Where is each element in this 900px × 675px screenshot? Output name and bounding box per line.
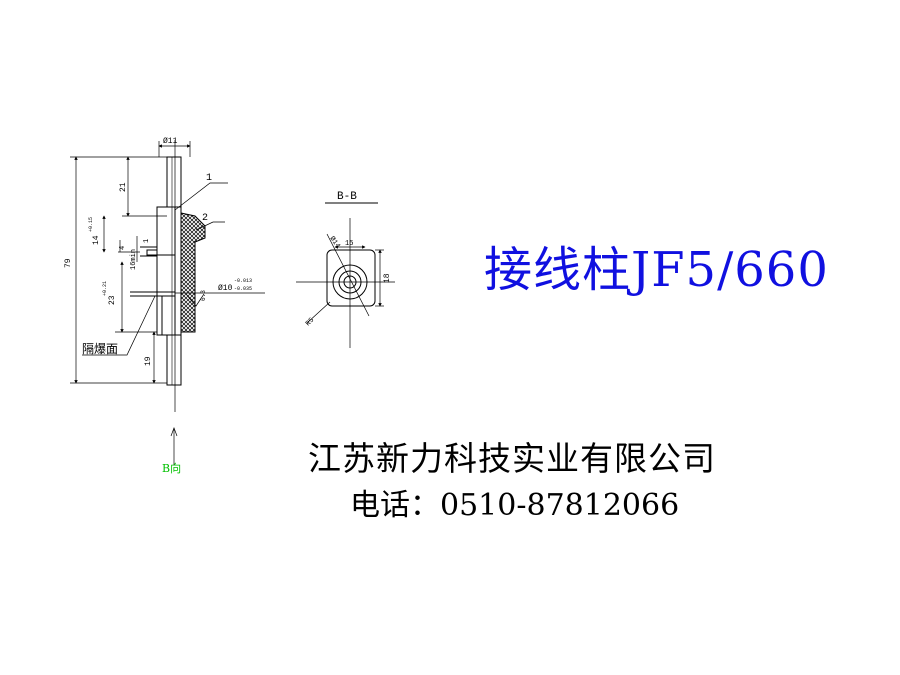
side-view [130, 140, 206, 412]
leader-explosion-face [82, 295, 156, 356]
upper-rod [166, 156, 182, 208]
view-arrow-label: B向 [162, 461, 181, 475]
roughness-symbol [185, 293, 205, 307]
dim-top: 21 [119, 182, 128, 192]
dim-overall: 79 [64, 258, 73, 268]
explosion-face-label: 隔爆面 [82, 342, 118, 356]
section-outer-circle [332, 264, 368, 300]
lower-rod [166, 334, 182, 386]
dim-diameter10-tol-lower: -0.035 [234, 286, 252, 292]
section-dim-r: R5 [304, 317, 316, 329]
dimension-lines [70, 141, 265, 465]
section-square [326, 249, 376, 307]
section-dim-15: 15 [345, 240, 353, 248]
leader-part-1 [174, 182, 228, 211]
dim-19: 19 [144, 356, 153, 366]
leader-part-2 [195, 221, 225, 231]
lower-body [156, 254, 176, 336]
dim-14-tol: +0.15 [88, 217, 94, 232]
section-mid-circle [338, 270, 362, 294]
product-title: 接线柱JF5/660 [484, 242, 829, 298]
dim-23: 23 [108, 295, 117, 305]
section-dim-diam: Ø14 [328, 235, 343, 250]
company-name: 江苏新力科技实业有限公司 [308, 439, 716, 478]
section-inner-circle [343, 275, 357, 289]
insulating-sleeve [180, 212, 206, 333]
dim-diameter10-tol-upper: -0.013 [234, 278, 252, 284]
roughness-value: 6.3 [200, 290, 207, 301]
section-label: B-B [337, 191, 357, 203]
dimension-text: Ø11 79 21 14 +0.15 4 1 16min 23 +0.21 19… [64, 137, 252, 475]
section-view [296, 202, 395, 348]
dim-diameter10: Ø10 [218, 284, 233, 293]
dim-14: 14 [92, 235, 101, 245]
dim-16min: 16min [130, 249, 138, 270]
part-label-2: 2 [202, 213, 208, 224]
dim-diameter-top: Ø11 [163, 137, 178, 146]
dim-4: 4 [119, 246, 127, 250]
dim-1: 1 [143, 239, 151, 243]
section-text: B-B 15 18 Ø14 R5 [304, 191, 392, 328]
company-phone: 电话：0510-87812066 [350, 488, 680, 523]
dim-23-tol: +0.21 [102, 281, 108, 296]
section-dim-18: 18 [383, 273, 392, 283]
part-label-1: 1 [206, 173, 212, 184]
